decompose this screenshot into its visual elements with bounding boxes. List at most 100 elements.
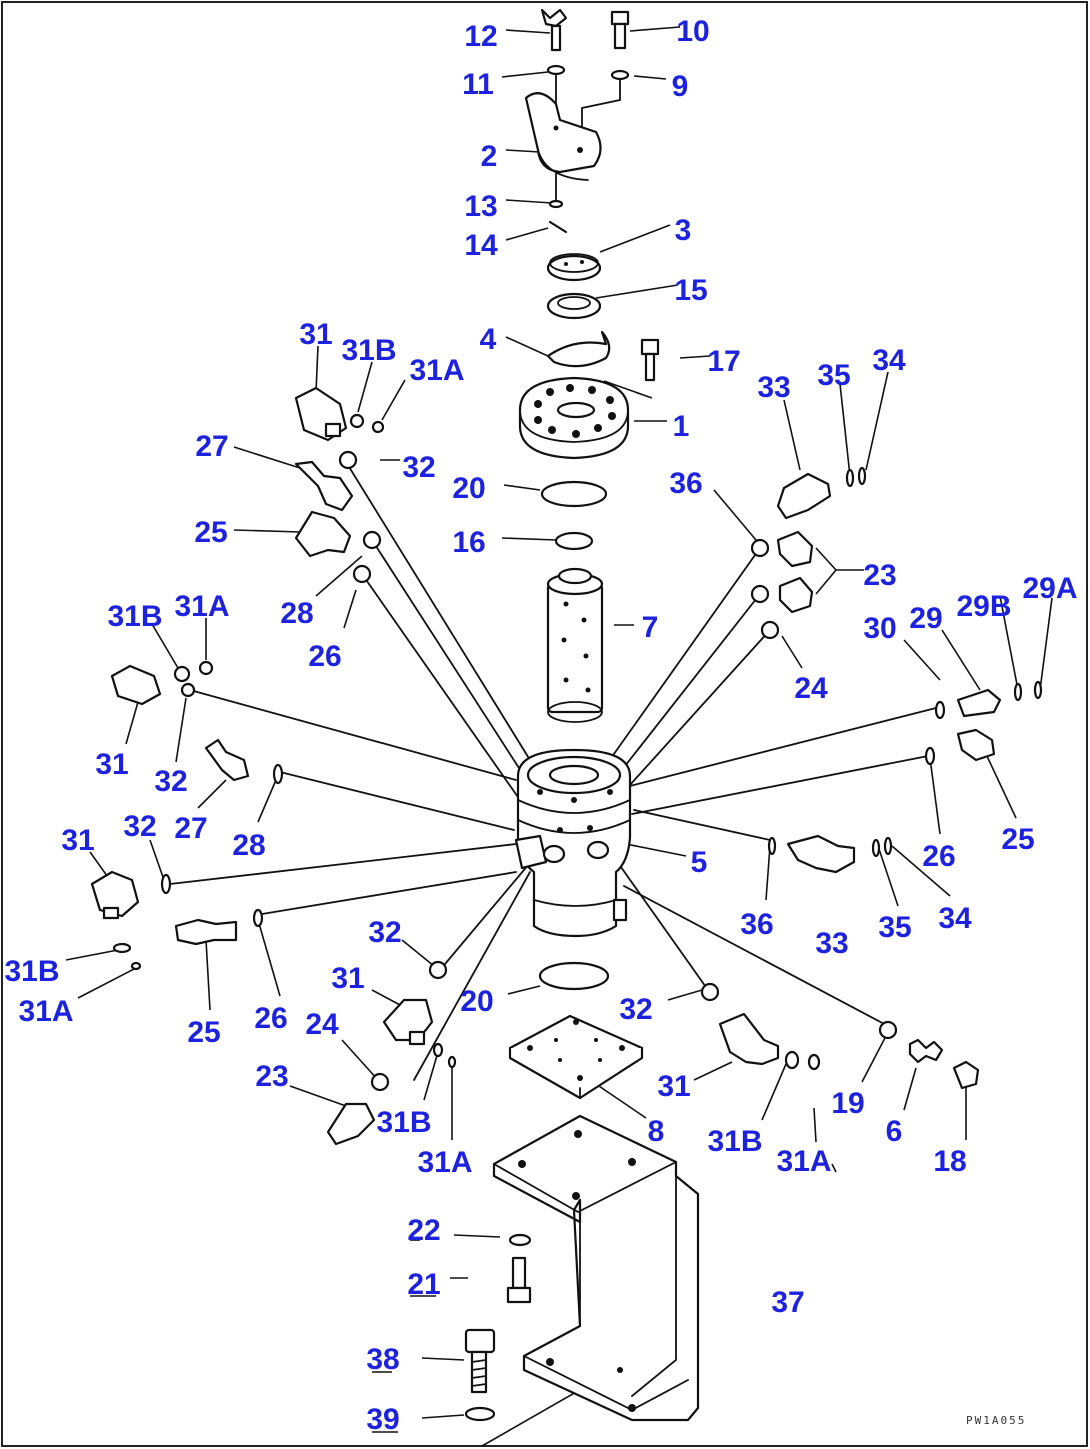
ring-28-left	[272, 763, 284, 785]
seal-31B-upper-left	[349, 413, 365, 429]
callout-29: 29	[909, 602, 942, 635]
sensor-31-lower-right	[718, 1012, 780, 1066]
callout-7: 7	[642, 611, 659, 644]
ring-31A-lower-centre	[447, 1055, 457, 1069]
ring-24-lower	[370, 1072, 390, 1092]
o-ring-16	[554, 531, 594, 551]
ring-32-lower-right	[700, 982, 720, 1002]
callout-31A-d: 31A	[417, 1146, 472, 1179]
bolt-21	[506, 1256, 532, 1304]
sensor-31-left	[110, 664, 162, 706]
callout-21: 21	[407, 1268, 440, 1301]
callout-31A-c: 31A	[18, 995, 73, 1028]
callout-34-b: 34	[938, 902, 972, 935]
callout-25-a: 25	[194, 516, 227, 549]
ring-26-upper	[352, 564, 372, 584]
callout-38: 38	[366, 1343, 399, 1376]
callout-11: 11	[462, 68, 494, 101]
sensor-33-upper-right	[776, 472, 832, 520]
callout-31-c: 31	[61, 824, 94, 857]
callout-6: 6	[886, 1115, 903, 1148]
callout-31-b: 31	[95, 748, 128, 781]
washer-11	[546, 64, 566, 76]
ring-32-lower-left	[160, 873, 172, 895]
sensor-33-right	[786, 834, 856, 874]
washer-39	[464, 1406, 496, 1422]
seal-31B-lower-right	[784, 1050, 800, 1070]
callout-31B-d: 31B	[376, 1106, 431, 1139]
callout-24-a: 24	[794, 672, 828, 705]
callout-2: 2	[481, 140, 498, 173]
fitting-25-right	[956, 728, 996, 762]
ring-35-upper	[845, 468, 855, 488]
callout-1: 1	[673, 410, 690, 443]
callout-23-a: 23	[863, 559, 896, 592]
cover-plate-8	[508, 1014, 644, 1100]
callout-28-b: 28	[232, 829, 265, 862]
callout-31B-b: 31B	[107, 600, 162, 633]
sensor-31-lower-left	[90, 870, 140, 920]
callout-5: 5	[691, 846, 708, 879]
ring-31A-lower-left	[130, 961, 142, 971]
washer-9	[610, 69, 630, 81]
ring-23-side	[750, 584, 770, 604]
fitting-23-upper-b	[778, 576, 814, 614]
ring-31A-left	[198, 660, 214, 676]
callout-10: 10	[676, 15, 709, 48]
ring-34-upper	[857, 466, 867, 486]
callout-27-a: 27	[195, 430, 228, 463]
callout-35-b: 35	[878, 911, 911, 944]
callout-31B-c: 31B	[4, 955, 59, 988]
callout-30: 30	[863, 612, 896, 645]
callout-27-b: 27	[174, 812, 207, 845]
callout-36-a: 36	[669, 467, 702, 500]
swivel-shaft-7	[546, 567, 604, 723]
callout-32-e: 32	[619, 993, 652, 1026]
sensor-31-upper-left	[294, 386, 348, 442]
callout-8: 8	[648, 1115, 665, 1148]
ring-31A-upper-left	[371, 420, 385, 434]
callout-9: 9	[672, 70, 689, 103]
callout-16: 16	[452, 526, 485, 559]
sensor-31-lower-centre	[382, 998, 434, 1046]
washer-22	[508, 1233, 532, 1247]
callout-24-b: 24	[305, 1008, 339, 1041]
callout-33-b: 33	[815, 927, 848, 960]
cover-3	[546, 253, 602, 282]
callout-26-b: 26	[922, 840, 955, 873]
callout-31A-e: 31A	[776, 1145, 831, 1178]
ring-29B	[1013, 682, 1023, 702]
bolt-17	[640, 338, 660, 382]
ring-31A-lower-right	[807, 1053, 821, 1071]
fitting-25-upper	[294, 510, 352, 558]
spring-6	[908, 1038, 944, 1064]
ring-28-upper	[362, 530, 382, 550]
ring-29A	[1033, 680, 1043, 700]
callout-32-c: 32	[123, 810, 156, 843]
ring-32-left	[180, 682, 196, 698]
fitting-27-upper	[294, 460, 354, 512]
ring-32-upper	[338, 450, 358, 470]
callout-3: 3	[675, 214, 692, 247]
ring-36-right	[767, 836, 777, 856]
callout-31B-e: 31B	[707, 1125, 762, 1158]
leader-lines	[65, 26, 1053, 1447]
ring-30	[934, 700, 946, 720]
parts	[90, 8, 1043, 1422]
callout-32-b: 32	[154, 765, 187, 798]
callout-32-a: 32	[402, 451, 435, 484]
fitting-25-lower-left	[174, 918, 238, 946]
callout-32-d: 32	[368, 916, 401, 949]
pin-14	[548, 220, 568, 234]
fitting-27-left	[204, 738, 250, 782]
callout-29A: 29A	[1022, 572, 1077, 605]
callout-20-a: 20	[452, 472, 485, 505]
callout-22: 22	[407, 1214, 440, 1247]
seal-31B-lower-centre	[432, 1042, 444, 1058]
ring-26-lower-left	[252, 908, 264, 928]
callout-34-a: 34	[872, 344, 906, 377]
ring-32-lower-centre	[428, 960, 448, 980]
ring-26-right	[924, 746, 936, 766]
